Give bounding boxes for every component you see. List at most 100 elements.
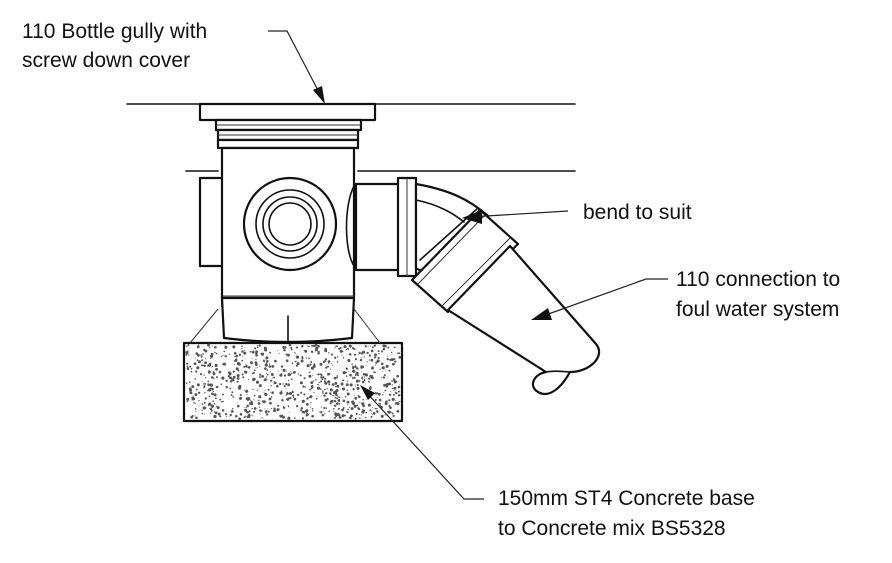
concrete-speckle xyxy=(371,346,374,349)
concrete-speckle xyxy=(343,345,347,348)
concrete-speckle xyxy=(214,345,217,349)
concrete-speckle xyxy=(303,349,305,351)
concrete-speckle xyxy=(328,383,331,386)
concrete-speckle xyxy=(246,394,248,395)
concrete-speckle xyxy=(324,391,328,395)
concrete-speckle xyxy=(351,377,354,380)
concrete-speckle xyxy=(349,383,353,387)
concrete-speckle xyxy=(391,380,393,382)
concrete-speckle xyxy=(267,388,270,391)
concrete-speckle xyxy=(334,396,336,398)
concrete-speckle xyxy=(304,377,306,379)
concrete-speckle xyxy=(375,393,378,395)
concrete-speckle xyxy=(243,416,246,419)
concrete-speckle xyxy=(292,396,295,398)
concrete-speckle xyxy=(348,371,350,372)
concrete-speckle xyxy=(190,415,194,419)
concrete-speckle xyxy=(375,364,376,366)
concrete-speckle xyxy=(253,399,255,401)
concrete-speckle xyxy=(370,413,372,414)
concrete-speckle xyxy=(393,386,397,390)
concrete-speckle xyxy=(187,344,190,347)
concrete-speckle xyxy=(281,368,282,370)
concrete-speckle xyxy=(318,381,320,384)
concrete-speckle xyxy=(367,345,369,347)
concrete-speckle xyxy=(287,383,291,387)
concrete-speckle xyxy=(241,350,244,353)
concrete-speckle xyxy=(279,373,283,377)
concrete-speckle xyxy=(255,380,260,384)
concrete-speckle xyxy=(345,410,347,412)
concrete-speckle xyxy=(274,359,277,363)
concrete-speckle xyxy=(262,400,266,404)
concrete-speckle xyxy=(203,383,205,385)
concrete-speckle xyxy=(385,385,389,388)
concrete-speckle xyxy=(346,380,349,382)
concrete-speckle xyxy=(291,348,293,351)
concrete-speckle xyxy=(247,366,251,369)
concrete-speckle xyxy=(222,355,224,357)
concrete-speckle xyxy=(259,365,261,367)
concrete-speckle xyxy=(196,359,199,361)
concrete-speckle xyxy=(328,352,330,354)
concrete-speckle xyxy=(324,377,327,380)
concrete-speckle xyxy=(277,404,280,407)
concrete-speckle xyxy=(198,400,200,402)
concrete-speckle xyxy=(374,407,377,410)
concrete-speckle xyxy=(340,417,342,419)
concrete-speckle xyxy=(336,376,339,379)
concrete-speckle xyxy=(196,345,200,349)
concrete-speckle xyxy=(194,415,196,417)
concrete-speckle xyxy=(250,361,253,365)
concrete-speckle xyxy=(258,399,260,402)
concrete-speckle xyxy=(213,377,215,379)
concrete-speckle xyxy=(241,373,244,376)
concrete-speckle xyxy=(363,376,366,378)
concrete-speckle xyxy=(385,402,387,404)
concrete-speckle xyxy=(207,380,209,383)
concrete-speckle xyxy=(211,365,213,368)
concrete-speckle xyxy=(356,386,360,390)
concrete-speckle xyxy=(223,350,226,353)
concrete-speckle xyxy=(309,388,312,391)
concrete-speckle xyxy=(271,391,274,395)
leader-base xyxy=(360,385,484,500)
concrete-speckle xyxy=(186,397,190,401)
concrete-speckle xyxy=(336,397,338,400)
concrete-speckle xyxy=(356,383,359,387)
concrete-speckle xyxy=(280,390,283,392)
concrete-speckle xyxy=(361,365,365,369)
concrete-speckle xyxy=(376,396,378,398)
concrete-speckle xyxy=(310,361,313,363)
concrete-speckle xyxy=(264,389,266,391)
concrete-speckle xyxy=(332,407,335,410)
concrete-speckle xyxy=(281,414,284,417)
concrete-speckle xyxy=(238,417,242,421)
concrete-speckle xyxy=(394,360,397,363)
concrete-speckle xyxy=(256,346,259,349)
concrete-speckle xyxy=(266,373,269,376)
concrete-speckle xyxy=(270,372,274,377)
concrete-speckle xyxy=(288,417,291,420)
concrete-speckle xyxy=(186,400,189,403)
concrete-speckle xyxy=(365,364,367,366)
concrete-speckle xyxy=(323,406,326,410)
concrete-speckle xyxy=(267,410,270,413)
concrete-speckle xyxy=(350,407,354,411)
concrete-speckle xyxy=(279,414,281,417)
concrete-speckle xyxy=(370,415,373,419)
base-label-line1: 150mm ST4 Concrete base xyxy=(498,487,755,510)
concrete-speckle xyxy=(290,371,292,373)
concrete-speckle xyxy=(251,414,253,416)
concrete-speckle xyxy=(248,415,250,417)
concrete-speckle xyxy=(269,371,271,373)
concrete-speckle xyxy=(362,404,365,408)
concrete-speckle xyxy=(264,412,267,414)
concrete-speckle xyxy=(329,392,332,395)
concrete-speckle xyxy=(273,381,276,383)
concrete-speckle xyxy=(336,345,339,348)
concrete-speckle xyxy=(256,389,258,391)
concrete-speckle xyxy=(380,414,384,418)
concrete-speckle xyxy=(342,356,345,359)
concrete-speckle xyxy=(345,383,349,387)
